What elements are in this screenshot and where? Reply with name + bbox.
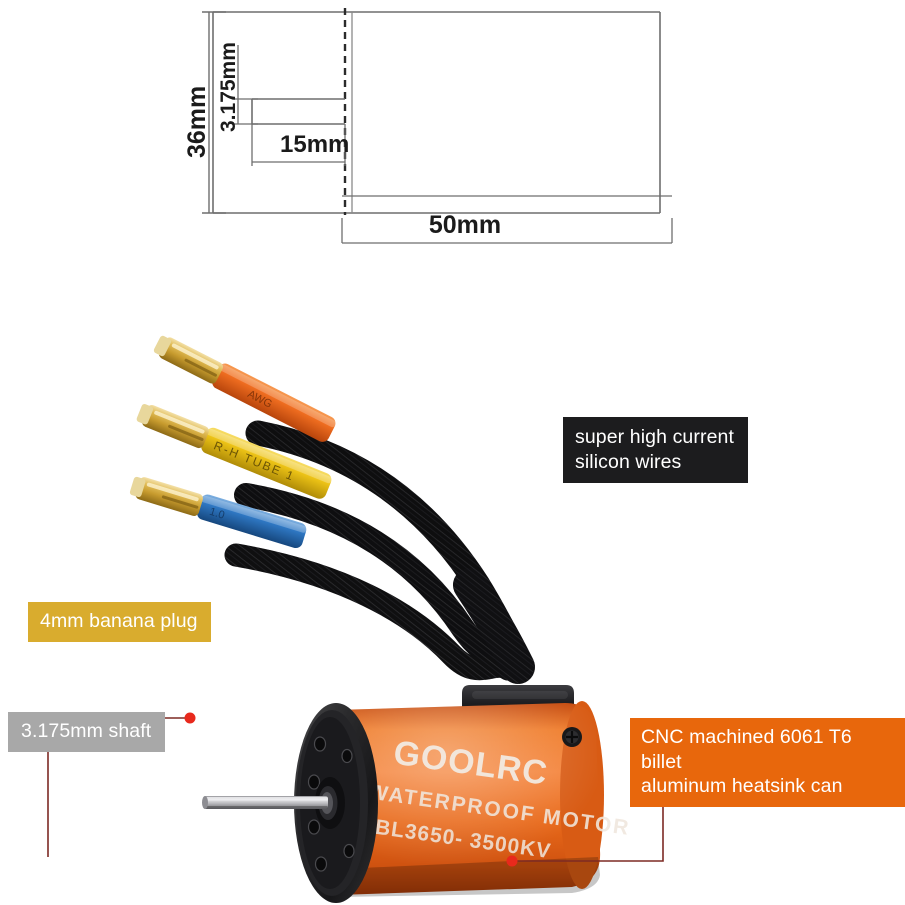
dim-label-shaft-diameter: 3.175mm — [217, 42, 240, 132]
wire-orange: AWG — [212, 363, 336, 442]
banana-plug-yellow — [136, 404, 209, 449]
sensor-screw — [562, 727, 582, 747]
banana-plug-blue — [129, 476, 203, 517]
dim-label-shaft-length: 15mm — [280, 131, 349, 158]
brushless-motor: GOOLRC WATERPROOF MOTOR BL3650- 3500KV — [202, 685, 632, 903]
braided-sleeve-bottom — [224, 543, 520, 681]
dim-label-body-length: 50mm — [429, 211, 501, 239]
banana-plug-orange — [153, 335, 223, 384]
leader-dots — [184, 712, 518, 867]
callout-shaft: 3.175mm shaft — [8, 712, 166, 752]
callout-silicon-wires: super high current silicon wires — [563, 417, 748, 484]
callout-heatsink: CNC machined 6061 T6 billet aluminum hea… — [630, 718, 905, 807]
dim-label-height: 36mm — [183, 86, 211, 158]
wire-label-blue: 1.0 — [208, 506, 226, 522]
callout-banana-plug: 4mm banana plug — [28, 602, 211, 642]
dimension-drawing: 36mm 3.175mm 15mm 50mm — [0, 0, 905, 260]
leader-dot-plug — [184, 712, 196, 724]
leader-dot-wires — [506, 855, 518, 867]
motor-photo: AWG R-H TUBE 1 — [0, 255, 905, 905]
wire-blue: 1.0 — [196, 494, 307, 549]
wire-harness: AWG R-H TUBE 1 — [129, 335, 535, 684]
motor-shaft — [202, 796, 328, 809]
